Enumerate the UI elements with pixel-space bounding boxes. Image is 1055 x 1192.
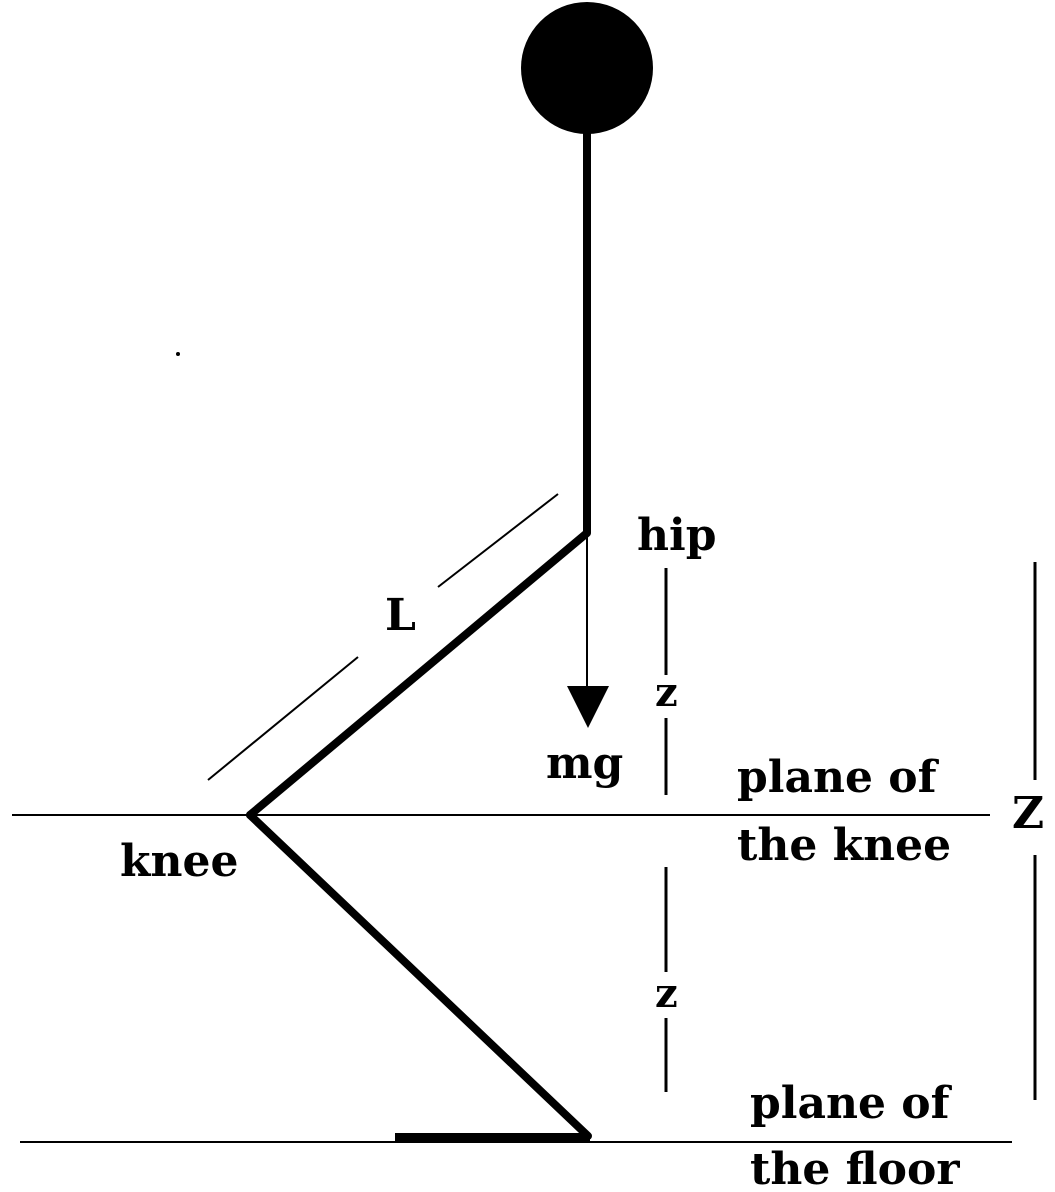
length-label: L (385, 590, 416, 641)
head (521, 2, 653, 134)
mg-label: mg (546, 738, 623, 789)
gravity-arrow-head (567, 686, 609, 728)
knee-label: knee (120, 836, 238, 887)
Z-total-label: Z (1012, 788, 1044, 839)
shin-segment (246, 811, 592, 1140)
knee-plane-label-line1: plane of (737, 752, 940, 803)
hip-label: hip (637, 510, 716, 561)
length-dimension-line-upper (437, 493, 559, 588)
length-dimension-line-lower (207, 656, 359, 781)
knee-plane-label-line2: the knee (737, 820, 951, 871)
floor-plane-label-line1: plane of (750, 1078, 953, 1129)
z-lower-label: z (655, 970, 678, 1017)
z-upper-label: z (655, 669, 678, 716)
stray-dot (176, 352, 180, 356)
floor-plane-label-line2: the floor (750, 1144, 960, 1192)
thigh-segment (246, 529, 591, 819)
